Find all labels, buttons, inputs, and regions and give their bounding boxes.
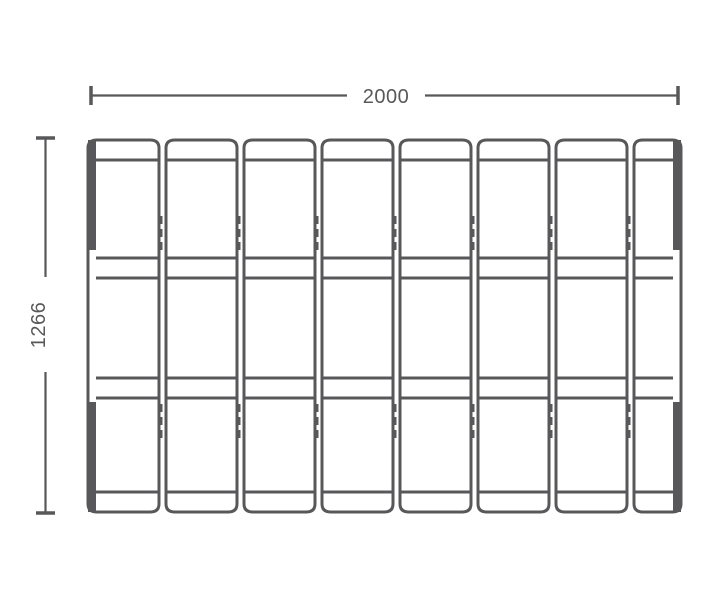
panel-stile-left-bottom <box>88 402 96 512</box>
panel-outline <box>242 138 317 514</box>
panel-stile-right-bottom <box>673 402 681 512</box>
panel-6[interactable] <box>476 138 551 514</box>
panel-3[interactable] <box>242 138 317 514</box>
hinge-indicators-lower <box>158 404 631 438</box>
panel-assembly <box>86 138 683 514</box>
vertical-dimension: 1266 <box>28 136 55 515</box>
hinge-indicators-upper <box>158 216 631 250</box>
panel-7[interactable] <box>554 138 629 514</box>
panel-stile-left-top <box>88 140 96 250</box>
panel-outline <box>476 138 551 514</box>
panel-2[interactable] <box>164 138 239 514</box>
panel-5[interactable] <box>398 138 473 514</box>
panel-outline <box>554 138 629 514</box>
panel-outline <box>164 138 239 514</box>
panel-4[interactable] <box>320 138 395 514</box>
panel-outline <box>320 138 395 514</box>
panel-stile-right-top <box>673 140 681 250</box>
panel-outline <box>398 138 473 514</box>
height-dimension-label: 1266 <box>28 302 50 349</box>
panel-8[interactable] <box>632 138 683 514</box>
width-dimension-label: 2000 <box>363 86 410 108</box>
horizontal-dimension: 2000 <box>89 86 680 108</box>
panel-1[interactable] <box>86 138 161 514</box>
